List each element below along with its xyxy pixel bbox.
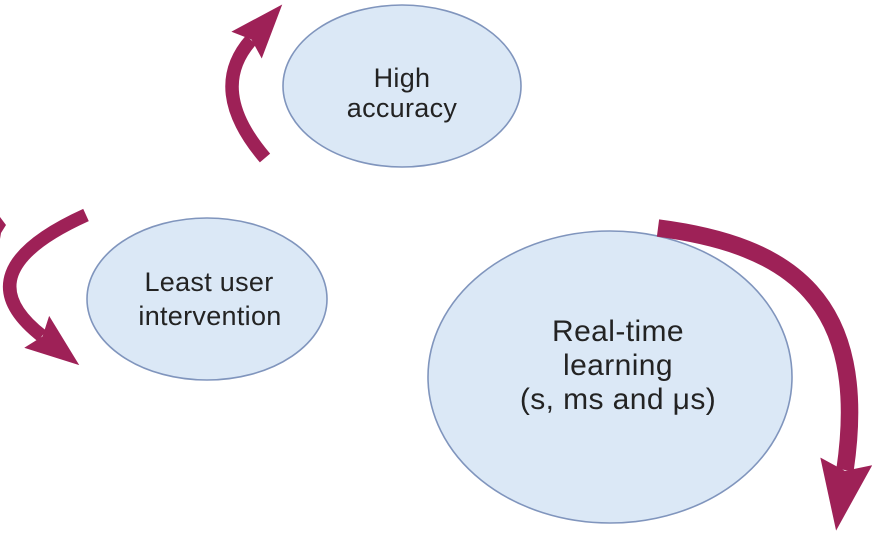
high-accuracy-label-line1: High [374,63,431,93]
clipped-arrow-fragment [0,217,6,239]
ellipse-real-time-learning [427,230,793,524]
ellipse-high-accuracy [282,4,522,168]
curved-arrow-down-right-icon [656,219,873,531]
ellipse-least-user-intervention [86,217,328,381]
real-time-learning-label-line3: (s, ms and μs) [520,383,716,416]
curved-arrow-up-icon [225,4,283,163]
least-user-intervention-label-line1: Least user [144,267,273,297]
curved-arrow-down-icon [2,208,89,366]
real-time-learning-label-line2: learning [563,349,673,382]
high-accuracy-label-line2: accuracy [347,93,458,123]
real-time-learning-label-line1: Real-time [552,315,684,348]
least-user-intervention-label-line2: intervention [138,301,281,331]
